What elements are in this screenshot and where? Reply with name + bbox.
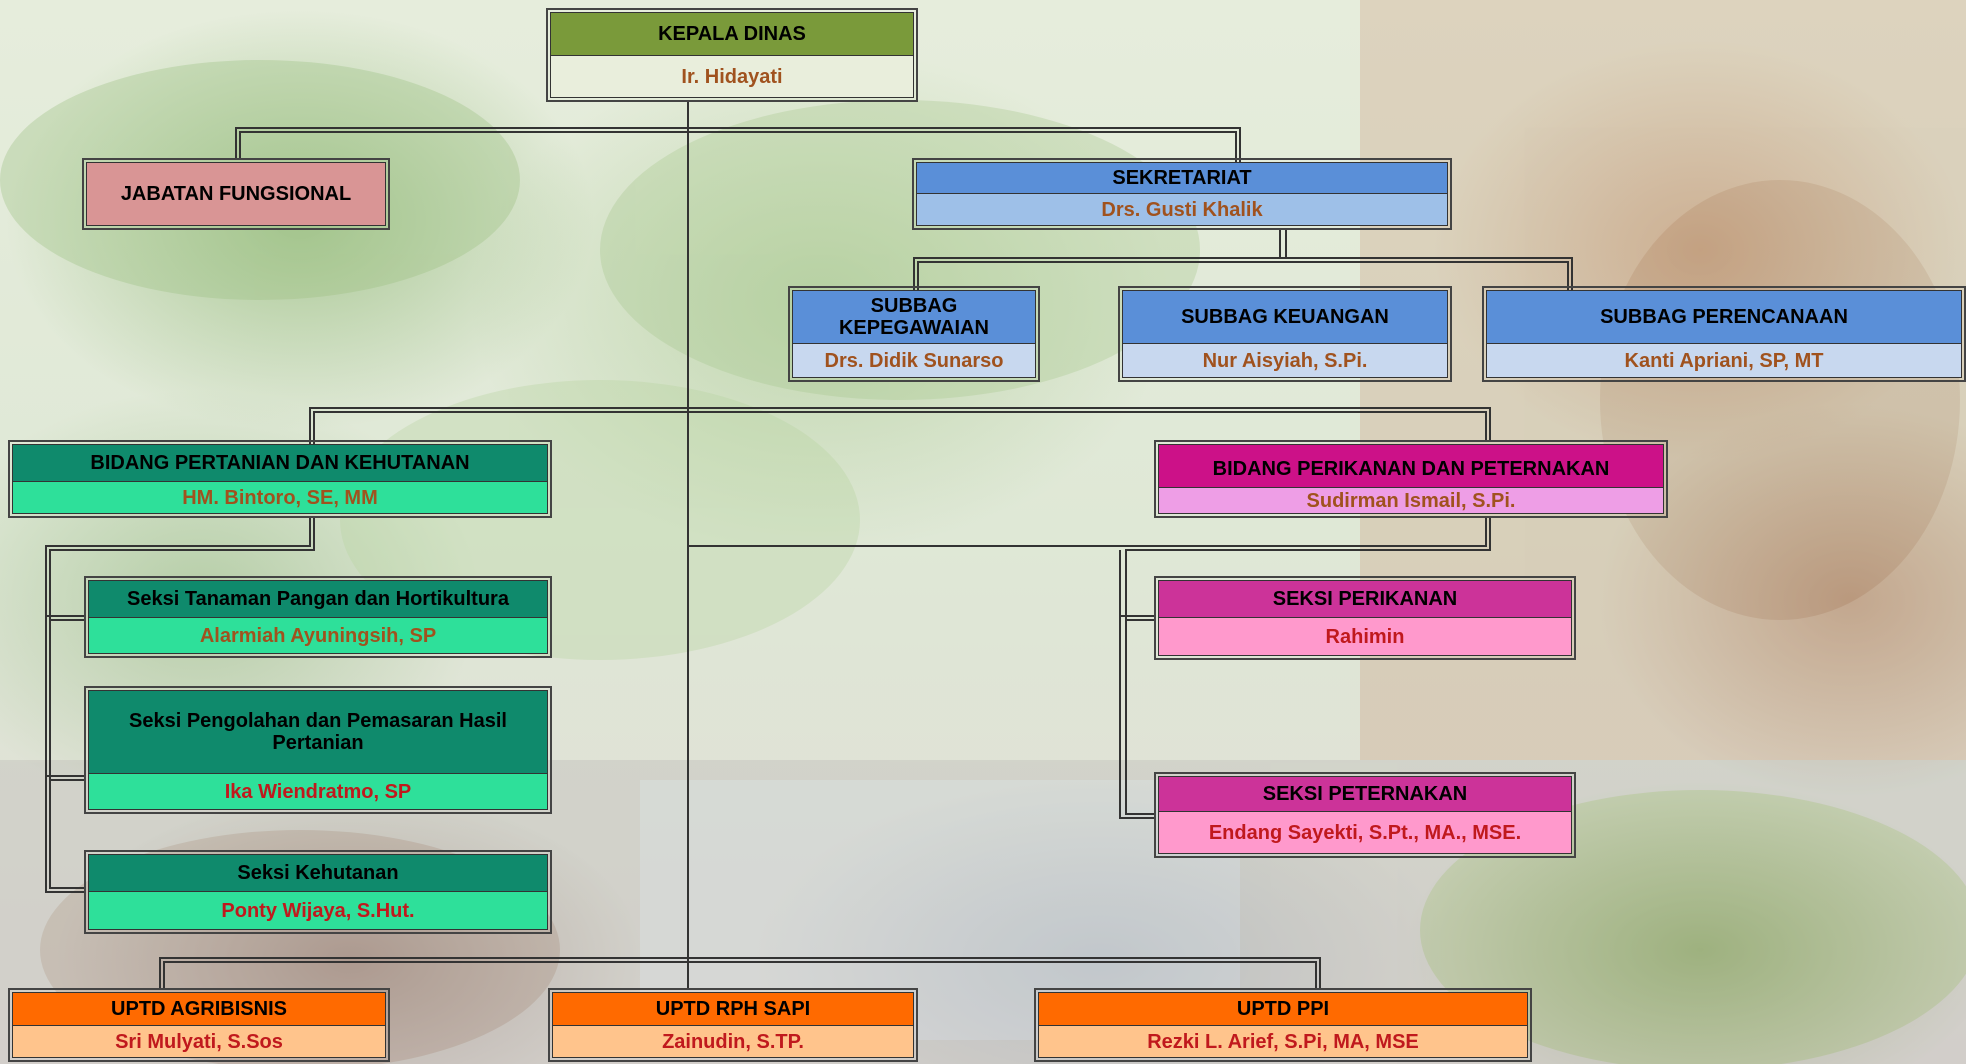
node-subbag-kepegawaian: SUBBAG KEPEGAWAIAN Drs. Didik Sunarso [788,286,1040,382]
node-name: Zainudin, S.TP. [553,1026,913,1057]
node-subbag-keuangan: SUBBAG KEUANGAN Nur Aisyiah, S.Pi. [1118,286,1452,382]
node-title: SEKSI PETERNAKAN [1159,777,1571,812]
node-seksi-peternakan: SEKSI PETERNAKAN Endang Sayekti, S.Pt., … [1154,772,1576,858]
node-name: Endang Sayekti, S.Pt., MA., MSE. [1159,812,1571,853]
node-seksi-perikanan: SEKSI PERIKANAN Rahimin [1154,576,1576,660]
node-subbag-perencanaan: SUBBAG PERENCANAAN Kanti Apriani, SP, MT [1482,286,1966,382]
node-name: Rahimin [1159,618,1571,655]
node-uptd-ppi: UPTD PPI Rezki L. Arief, S.Pi, MA, MSE [1034,988,1532,1062]
node-name: Ponty Wijaya, S.Hut. [89,892,547,929]
node-name: Drs. Didik Sunarso [793,344,1035,377]
node-seksi-pengolahan-pemasaran: Seksi Pengolahan dan Pemasaran Hasil Per… [84,686,552,814]
node-name: Drs. Gusti Khalik [917,194,1447,225]
node-title: JABATAN FUNGSIONAL [120,182,352,205]
node-title: Seksi Tanaman Pangan dan Hortikultura [89,581,547,618]
node-title: SUBBAG PERENCANAAN [1487,291,1961,344]
node-jabatan-fungsional: JABATAN FUNGSIONAL [82,158,390,230]
node-seksi-tanaman-pangan: Seksi Tanaman Pangan dan Hortikultura Al… [84,576,552,658]
node-title: UPTD PPI [1039,993,1527,1026]
node-name: HM. Bintoro, SE, MM [13,482,547,513]
node-title: BIDANG PERTANIAN DAN KEHUTANAN [13,445,547,482]
node-name: Sudirman Ismail, S.Pi. [1159,488,1663,513]
node-uptd-agribisnis: UPTD AGRIBISNIS Sri Mulyati, S.Sos [8,988,390,1062]
node-sekretariat: SEKRETARIAT Drs. Gusti Khalik [912,158,1452,230]
node-seksi-kehutanan: Seksi Kehutanan Ponty Wijaya, S.Hut. [84,850,552,934]
node-bidang-perikanan-peternakan: BIDANG PERIKANAN DAN PETERNAKAN Sudirman… [1154,440,1668,518]
node-name: Ika Wiendratmo, SP [89,774,547,809]
node-name: Nur Aisyiah, S.Pi. [1123,344,1447,377]
node-title: BIDANG PERIKANAN DAN PETERNAKAN [1159,445,1663,488]
node-title: KEPALA DINAS [551,13,913,56]
node-kepala-dinas: KEPALA DINAS Ir. Hidayati [546,8,918,102]
node-title: UPTD AGRIBISNIS [13,993,385,1026]
node-uptd-rph-sapi: UPTD RPH SAPI Zainudin, S.TP. [548,988,918,1062]
node-title: SEKRETARIAT [917,163,1447,194]
node-title: Seksi Pengolahan dan Pemasaran Hasil Per… [89,691,547,774]
node-title: SUBBAG KEPEGAWAIAN [793,291,1035,344]
node-title: Seksi Kehutanan [89,855,547,892]
node-name: Alarmiah Ayuningsih, SP [89,618,547,653]
node-name: Kanti Apriani, SP, MT [1487,344,1961,377]
node-title: SUBBAG KEUANGAN [1123,291,1447,344]
node-title: UPTD RPH SAPI [553,993,913,1026]
node-name: Ir. Hidayati [551,56,913,97]
node-name: Sri Mulyati, S.Sos [13,1026,385,1057]
node-name: Rezki L. Arief, S.Pi, MA, MSE [1039,1026,1527,1057]
node-bidang-pertanian-kehutanan: BIDANG PERTANIAN DAN KEHUTANAN HM. Binto… [8,440,552,518]
node-title: SEKSI PERIKANAN [1159,581,1571,618]
